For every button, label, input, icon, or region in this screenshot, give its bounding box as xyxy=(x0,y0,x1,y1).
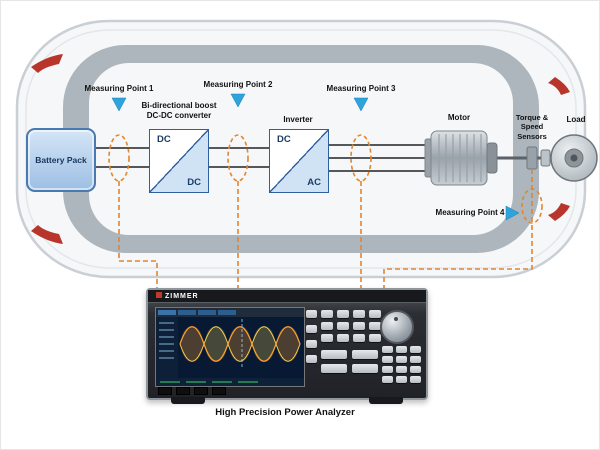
measuring-point-1-label: Measuring Point 1 xyxy=(84,84,154,93)
car-accent-front-left xyxy=(31,54,63,73)
power-analyzer: ZIMMER xyxy=(146,288,428,400)
probe-lead-4 xyxy=(383,169,533,288)
analyzer-brand-logo: ZIMMER xyxy=(156,292,199,300)
ac-wires-inverter-to-motor xyxy=(327,144,431,172)
car-accent-front-right xyxy=(548,77,570,95)
inverter-input-label: DC xyxy=(277,134,291,145)
measuring-point-2-label: Measuring Point 2 xyxy=(203,80,273,89)
measuring-point-3-label: Measuring Point 3 xyxy=(326,84,396,93)
analyzer-foot-left xyxy=(171,397,205,404)
analyzer-screen-graphic xyxy=(156,308,304,386)
measuring-point-1-triangle xyxy=(111,97,127,112)
measuring-point-2-triangle xyxy=(230,93,246,108)
battery-pack-label: Battery Pack xyxy=(35,155,87,165)
analyzer-top-strip: ZIMMER xyxy=(148,290,426,303)
measuring-point-4-triangle xyxy=(505,205,520,221)
analyzer-menu-keys xyxy=(321,350,378,373)
inverter-output-label: AC xyxy=(307,177,321,188)
torque-speed-sensors-label: Torque & Speed Sensors xyxy=(515,113,549,141)
battery-pack-box: Battery Pack xyxy=(26,128,96,192)
analyzer-screen xyxy=(155,307,305,387)
measuring-point-3-triangle xyxy=(353,97,369,112)
analyzer-ports xyxy=(158,387,226,395)
analyzer-keypad xyxy=(382,346,421,383)
load-label: Load xyxy=(566,115,586,124)
car-accent-rear-right xyxy=(548,203,570,221)
analyzer-function-keys xyxy=(321,310,381,342)
measuring-ellipse-3 xyxy=(350,134,372,182)
measuring-ellipse-2 xyxy=(227,134,249,182)
analyzer-caption: High Precision Power Analyzer xyxy=(215,407,355,418)
dc-wires-converter-to-inverter xyxy=(207,147,269,168)
dc-wires-battery-to-converter xyxy=(94,147,149,168)
dcdc-converter-label: Bi-directional boost DC-DC converter xyxy=(141,101,217,120)
motor-label: Motor xyxy=(447,113,471,122)
motor-graphic xyxy=(424,130,498,186)
dcdc-output-label: DC xyxy=(187,177,201,188)
torque-speed-sensor-graphic xyxy=(526,146,551,170)
measuring-ellipse-1 xyxy=(108,134,130,182)
probe-lead-1 xyxy=(118,181,158,288)
measuring-point-4-label: Measuring Point 4 xyxy=(435,208,505,217)
dcdc-converter-box: DC DC xyxy=(149,129,209,193)
analyzer-foot-right xyxy=(369,397,403,404)
inverter-box: DC AC xyxy=(269,129,329,193)
analyzer-rotary-knob xyxy=(380,310,414,344)
load-graphic xyxy=(550,134,598,182)
analyzer-softkeys xyxy=(306,310,317,363)
inverter-label: Inverter xyxy=(283,115,313,124)
car-accent-rear-left xyxy=(31,225,63,244)
dcdc-input-label: DC xyxy=(157,134,171,145)
